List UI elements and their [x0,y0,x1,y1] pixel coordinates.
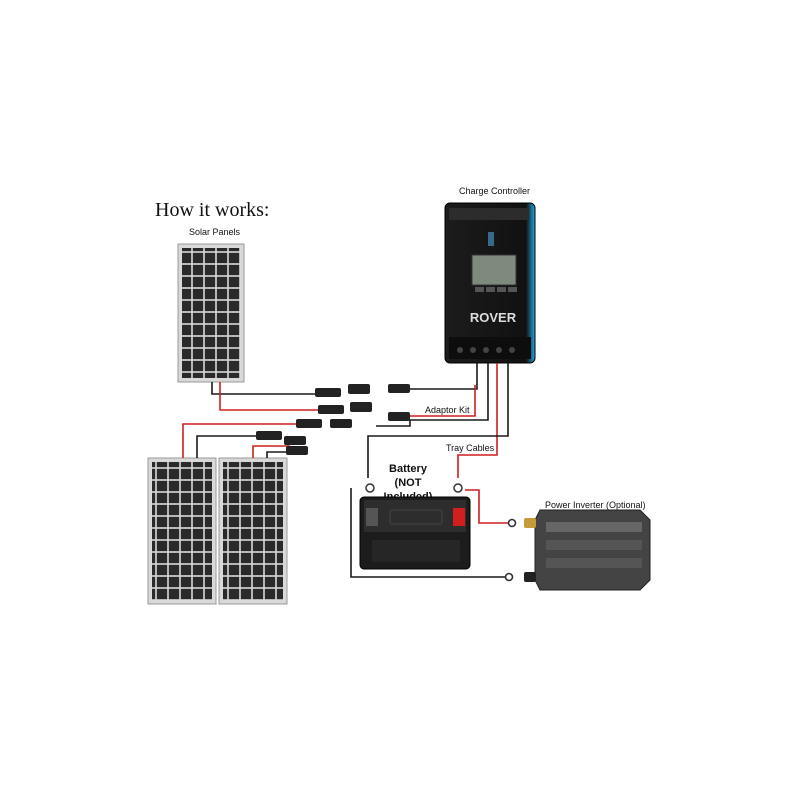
adaptor-kit [256,384,410,455]
solar-panel-bottom-left [147,457,217,605]
solar-panel-top [177,243,245,383]
adaptor-kit-label: Adaptor Kit [425,405,470,415]
charge-controller-label: Charge Controller [459,186,531,196]
diagram-heading: How it works: [155,199,270,221]
controller-wires [367,363,509,478]
panel-wires [182,382,330,458]
charge-controller: ROVER [444,202,536,364]
power-inverter-label: Power Inverter (Optional) [545,500,646,510]
controller-brand: ROVER [470,310,517,325]
battery-label-line1: Battery [389,463,427,475]
solar-panels-label: Solar Panels [189,227,241,237]
tray-cables-label: Tray Cables [446,443,495,453]
battery-inverter-wires [350,488,517,582]
power-inverter [524,509,651,591]
solar-panel-bottom-right [218,457,288,605]
battery [359,483,471,570]
